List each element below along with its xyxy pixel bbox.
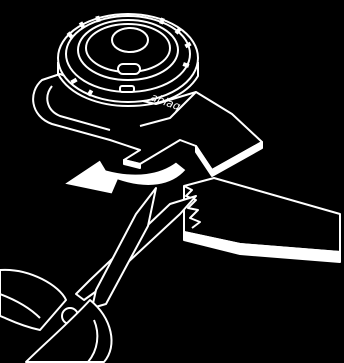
instruction-illustration: ablaq: [0, 0, 344, 363]
illustration-canvas: ablaq: [0, 0, 344, 363]
